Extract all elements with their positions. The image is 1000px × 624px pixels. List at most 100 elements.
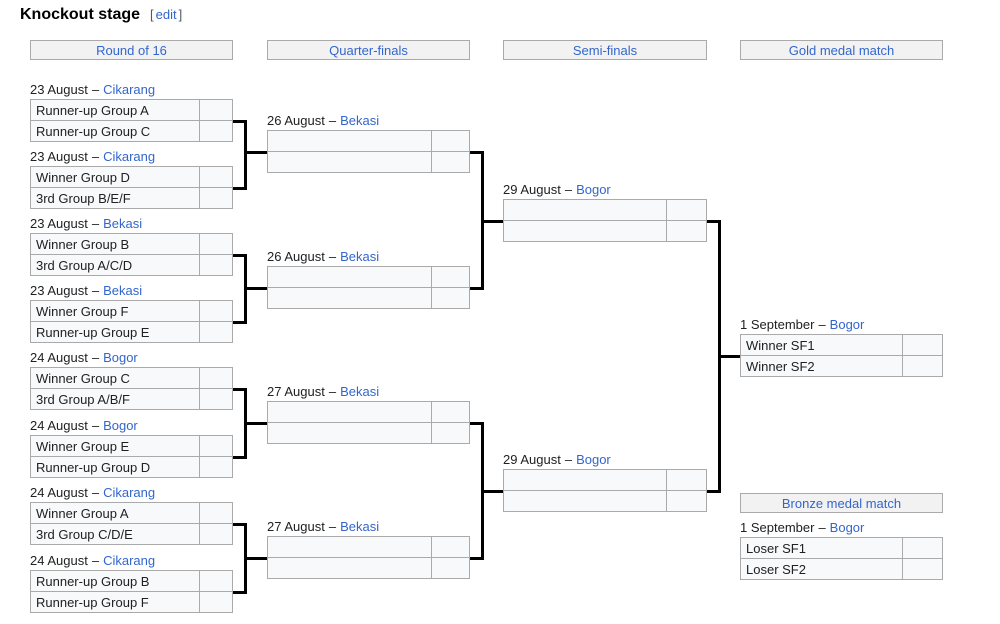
team-row xyxy=(503,199,707,221)
team-name: 3rd Group B/E/F xyxy=(36,191,131,206)
match-sf-2: 29 August–Bogor xyxy=(503,452,707,512)
venue-link[interactable]: Bekasi xyxy=(340,113,380,128)
team-row xyxy=(503,220,707,242)
venue-link[interactable]: Bogor xyxy=(829,317,865,332)
match-final: 1 September–Bogor Winner SF1 Winner SF2 xyxy=(740,317,943,377)
team-name: Runner-up Group D xyxy=(36,460,151,475)
team-name xyxy=(268,152,431,172)
team-row: Runner-up Group C xyxy=(30,120,233,142)
bracket-connector-line xyxy=(233,321,247,324)
team-name: Winner Group E xyxy=(36,439,130,454)
match-box xyxy=(267,401,470,444)
match-date: 27 August–Bekasi xyxy=(267,519,380,534)
team-row xyxy=(267,422,470,444)
team-row: Loser SF1 xyxy=(740,537,943,559)
venue-link[interactable]: Bogor xyxy=(829,520,865,535)
match-date: 29 August–Bogor xyxy=(503,452,611,467)
match-date: 23 August–Bekasi xyxy=(30,216,143,231)
bracket-connector-line xyxy=(707,220,721,223)
score-cell xyxy=(199,188,232,208)
team-row xyxy=(267,557,470,579)
match-r16-5: 24 August–Bogor Winner Group C 3rd Group… xyxy=(30,350,233,410)
bracket-connector-line xyxy=(470,557,484,560)
score-cell xyxy=(902,356,942,376)
bracket-connector-line xyxy=(470,287,484,290)
score-cell xyxy=(431,131,469,151)
team-name: Runner-up Group E xyxy=(36,325,150,340)
team-row: 3rd Group A/C/D xyxy=(30,254,233,276)
match-date: 24 August–Cikarang xyxy=(30,485,156,500)
team-name: Loser SF2 xyxy=(746,562,806,577)
venue-link[interactable]: Cikarang xyxy=(103,553,156,568)
team-name xyxy=(268,288,431,308)
score-cell xyxy=(431,537,469,557)
section-heading: Knockout stage[edit] xyxy=(20,6,182,24)
bracket-connector-line xyxy=(718,355,740,358)
team-name xyxy=(268,423,431,443)
bracket-connector-line xyxy=(470,422,484,425)
match-date: 24 August–Bogor xyxy=(30,418,138,433)
score-cell xyxy=(666,200,706,220)
score-cell xyxy=(431,152,469,172)
team-row: Runner-up Group F xyxy=(30,591,233,613)
match-box: Winner Group E Runner-up Group D xyxy=(30,435,233,478)
team-name xyxy=(504,200,666,220)
bracket-connector-line xyxy=(233,120,247,123)
venue-link[interactable]: Bogor xyxy=(576,452,611,467)
team-name: Winner Group A xyxy=(36,506,129,521)
venue-link[interactable]: Cikarang xyxy=(103,149,156,164)
team-row xyxy=(267,536,470,558)
match-r16-3: 23 August–Bekasi Winner Group B 3rd Grou… xyxy=(30,216,233,276)
score-cell xyxy=(431,558,469,578)
team-name: 3rd Group C/D/E xyxy=(36,527,133,542)
score-cell xyxy=(199,436,232,456)
venue-link[interactable]: Cikarang xyxy=(103,82,156,97)
venue-link[interactable]: Bekasi xyxy=(340,519,380,534)
team-row: Runner-up Group D xyxy=(30,456,233,478)
header-quarter-finals: Quarter-finals xyxy=(267,40,470,60)
venue-link[interactable]: Bekasi xyxy=(103,283,143,298)
header-bronze-medal: Bronze medal match xyxy=(740,493,943,513)
team-row: Winner Group C xyxy=(30,367,233,389)
match-r16-1: 23 August–Cikarang Runner-up Group A Run… xyxy=(30,82,233,142)
score-cell xyxy=(199,457,232,477)
venue-link[interactable]: Cikarang xyxy=(103,485,156,500)
score-cell xyxy=(902,538,942,558)
venue-link[interactable]: Bogor xyxy=(576,182,611,197)
match-qf-3: 27 August–Bekasi xyxy=(267,384,470,444)
match-box: Winner Group D 3rd Group B/E/F xyxy=(30,166,233,209)
score-cell xyxy=(199,592,232,612)
team-name: Loser SF1 xyxy=(746,541,806,556)
team-row xyxy=(267,266,470,288)
team-row: Winner Group E xyxy=(30,435,233,457)
match-date: 23 August–Bekasi xyxy=(30,283,143,298)
match-date: 26 August–Bekasi xyxy=(267,249,380,264)
header-gold-medal: Gold medal match xyxy=(740,40,943,60)
score-cell xyxy=(431,402,469,422)
team-name: Runner-up Group A xyxy=(36,103,149,118)
score-cell xyxy=(199,503,232,523)
score-cell xyxy=(902,559,942,579)
venue-link[interactable]: Bekasi xyxy=(103,216,143,231)
team-row: Winner Group B xyxy=(30,233,233,255)
team-name xyxy=(268,267,431,287)
bracket-connector-line xyxy=(244,120,247,190)
team-row: Loser SF2 xyxy=(740,558,943,580)
match-date: 1 September–Bogor xyxy=(740,520,865,535)
score-cell xyxy=(199,322,232,342)
venue-link[interactable]: Bogor xyxy=(103,418,138,433)
score-cell xyxy=(199,368,232,388)
header-semi-finals: Semi-finals xyxy=(503,40,707,60)
match-box: Winner Group A 3rd Group C/D/E xyxy=(30,502,233,545)
bracket-connector-line xyxy=(244,287,267,290)
team-row: Winner Group F xyxy=(30,300,233,322)
team-row: Runner-up Group A xyxy=(30,99,233,121)
venue-link[interactable]: Bekasi xyxy=(340,249,380,264)
venue-link[interactable]: Bekasi xyxy=(340,384,380,399)
team-row: Winner Group D xyxy=(30,166,233,188)
bracket-connector-line xyxy=(233,254,247,257)
match-box xyxy=(267,536,470,579)
edit-link[interactable]: edit xyxy=(155,7,177,22)
venue-link[interactable]: Bogor xyxy=(103,350,138,365)
score-cell xyxy=(199,571,232,591)
